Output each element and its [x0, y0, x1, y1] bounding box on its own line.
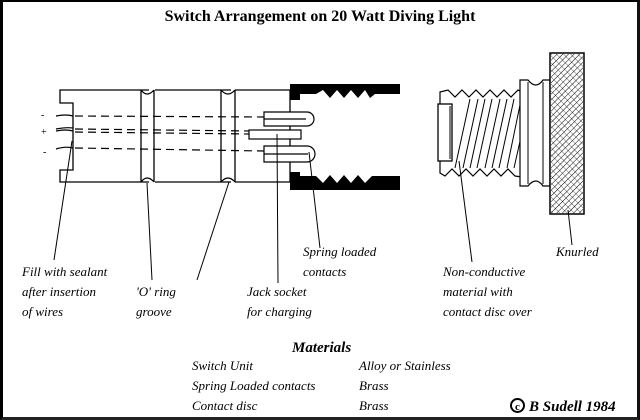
- leader-lines: [53, 133, 573, 284]
- non-conductive-label-line-3: contact disc over: [443, 304, 532, 319]
- knurled-label: Knurled: [556, 242, 599, 262]
- material-item: Contact disc: [192, 398, 258, 413]
- spring-contacts-label: Spring loaded contacts: [303, 242, 376, 282]
- material-value: Alloy or Stainless: [359, 358, 451, 373]
- sealant-label-line-1: Fill with sealant: [22, 264, 108, 279]
- minus-symbol-2: -: [43, 147, 46, 158]
- material-value: Brass: [359, 398, 389, 413]
- diagram-title: Switch Arrangement on 20 Watt Diving Lig…: [164, 8, 476, 25]
- jack-socket-label: Jack socket for charging: [247, 282, 312, 322]
- switch-body: [59, 89, 291, 183]
- materials-row: Switch Unit Alloy or Stainless: [192, 358, 451, 374]
- contacts: [248, 111, 316, 163]
- sealant-label-line-2: after insertion: [22, 284, 97, 299]
- jack-socket: [248, 129, 302, 140]
- o-ring-label-line-2: groove: [136, 304, 172, 319]
- spring-label-line-1: Spring loaded: [303, 244, 377, 259]
- non-conductive-label: Non-conductive material with contact dis…: [443, 262, 532, 322]
- minus-symbol-1: -: [41, 110, 44, 121]
- o-ring-label-line-1: 'O' ring: [136, 284, 176, 299]
- materials-row: Contact disc Brass: [192, 398, 389, 414]
- threaded-collar: [290, 84, 400, 190]
- wire-polarity-symbols: - + -: [41, 110, 47, 158]
- copyright-notice: c B Sudell 1984: [510, 398, 616, 416]
- sealant-label-line-3: of wires: [22, 304, 64, 319]
- materials-row: Spring Loaded contacts Brass: [192, 378, 389, 394]
- copyright-text: B Sudell 1984: [529, 399, 616, 415]
- contact-disc: [437, 103, 453, 162]
- spring-label-line-2: contacts: [303, 264, 347, 279]
- material-item: Switch Unit: [192, 358, 254, 373]
- threaded-cap: [437, 52, 585, 215]
- jack-label-line-1: Jack socket: [247, 284, 307, 299]
- non-conductive-label-line-2: material with: [443, 284, 513, 299]
- wires: [55, 114, 266, 152]
- plus-symbol: +: [41, 127, 47, 138]
- materials-heading: Materials: [292, 340, 352, 356]
- non-conductive-label-line-1: Non-conductive: [443, 264, 526, 279]
- copyright-icon: c: [510, 398, 525, 413]
- o-ring-groove-label: 'O' ring groove: [136, 282, 176, 322]
- sealant-label: Fill with sealant after insertion of wir…: [22, 262, 107, 322]
- jack-label-line-2: for charging: [247, 304, 312, 319]
- material-item: Spring Loaded contacts: [192, 378, 316, 393]
- material-value: Brass: [359, 378, 389, 393]
- knurled-label-line-1: Knurled: [556, 244, 599, 259]
